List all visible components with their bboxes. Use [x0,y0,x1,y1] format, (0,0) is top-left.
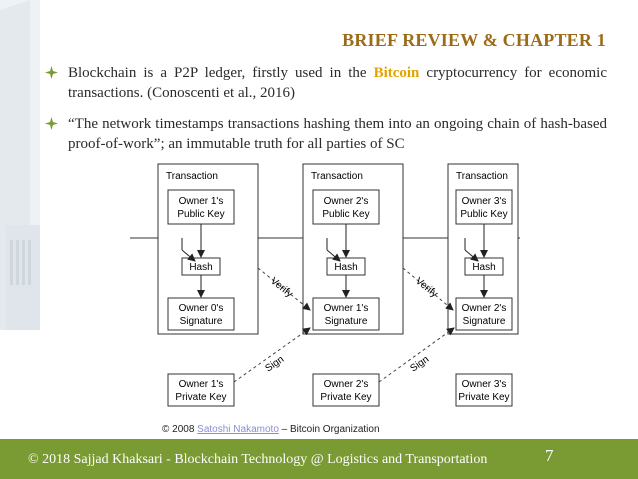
private-key-line1: Owner 2's [324,379,369,390]
private-key-line2: Private Key [175,392,226,403]
private-key-line2: Private Key [458,392,509,403]
footer-bar: © 2018 Sajjad Khaksari - Blockchain Tech… [0,439,638,479]
bullet-2-text: “The network timestamps transactions has… [68,116,607,152]
public-key-line2: Public Key [177,209,224,220]
private-key-line1: Owner 1's [179,379,224,390]
private-key-line2: Private Key [320,392,371,403]
public-key-line1: Owner 3's [462,196,507,207]
transaction-header: Transaction [311,171,363,182]
verify-arrow-1 [257,267,311,311]
private-key-block-2: Owner 2's Private Key [312,373,380,407]
signature-line2: Signature [325,316,368,327]
transaction-block-2: Transaction Owner 2's Public Key Hash Ow… [302,163,404,335]
verify-arrow-2 [402,267,454,311]
footer-text: © 2018 Sajjad Khaksari - Blockchain Tech… [28,452,488,467]
sign-arrow-1 [233,327,311,383]
signature-line2: Signature [463,316,506,327]
public-key-line2: Public Key [322,209,369,220]
caption-suffix: – Bitcoin Organization [278,424,380,435]
sign-label-1: Sign [263,354,286,374]
signature-line1: Owner 2's [462,303,507,314]
verify-label-2: Verify [413,276,439,300]
signature-line2: Signature [180,316,223,327]
hash-label: Hash [189,262,212,273]
bitcoin-highlight: Bitcoin [373,65,420,81]
bullet-list: Blockchain is a P2P ledger, firstly used… [42,63,607,165]
signature-line1: Owner 1's [324,303,369,314]
sign-arrow-2 [378,327,455,383]
transaction-block-1: Transaction Owner 1's Public Key Hash Ow… [157,163,259,335]
hash-label: Hash [472,262,495,273]
verify-label-1: Verify [268,276,294,300]
bullet-item-2: “The network timestamps transactions has… [42,114,607,154]
private-key-block-3: Owner 3's Private Key [455,373,513,407]
blockchain-transaction-diagram: Transaction Owner 1's Public Key Hash Ow… [130,163,520,407]
page-number: 7 [545,446,554,465]
figure-caption: © 2008 Satoshi Nakamoto – Bitcoin Organi… [162,424,380,435]
bullet-1-text-post: cryptocurrency for economic transactions… [68,65,607,101]
diamond-bullet-icon [44,65,59,80]
satoshi-nakamoto-link[interactable]: Satoshi Nakamoto [197,424,279,435]
public-key-line2: Public Key [460,209,507,220]
private-key-block-1: Owner 1's Private Key [167,373,235,407]
public-key-line1: Owner 2's [324,196,369,207]
decorative-building-graphic [0,0,80,330]
transaction-header: Transaction [456,171,508,182]
hash-label: Hash [334,262,357,273]
transaction-block-3: Transaction Owner 3's Public Key Hash Ow… [447,163,519,335]
bullet-item-1: Blockchain is a P2P ledger, firstly used… [42,63,607,103]
signature-line1: Owner 0's [179,303,224,314]
private-key-line1: Owner 3's [462,379,507,390]
bullet-1-text-pre: Blockchain is a P2P ledger, firstly used… [68,65,374,81]
slide-title: BRIEF REVIEW & CHAPTER 1 [342,30,606,50]
sign-label-2: Sign [408,354,431,374]
diamond-bullet-icon [44,116,59,131]
transaction-header: Transaction [166,171,218,182]
caption-prefix: © 2008 [162,424,198,435]
public-key-line1: Owner 1's [179,196,224,207]
